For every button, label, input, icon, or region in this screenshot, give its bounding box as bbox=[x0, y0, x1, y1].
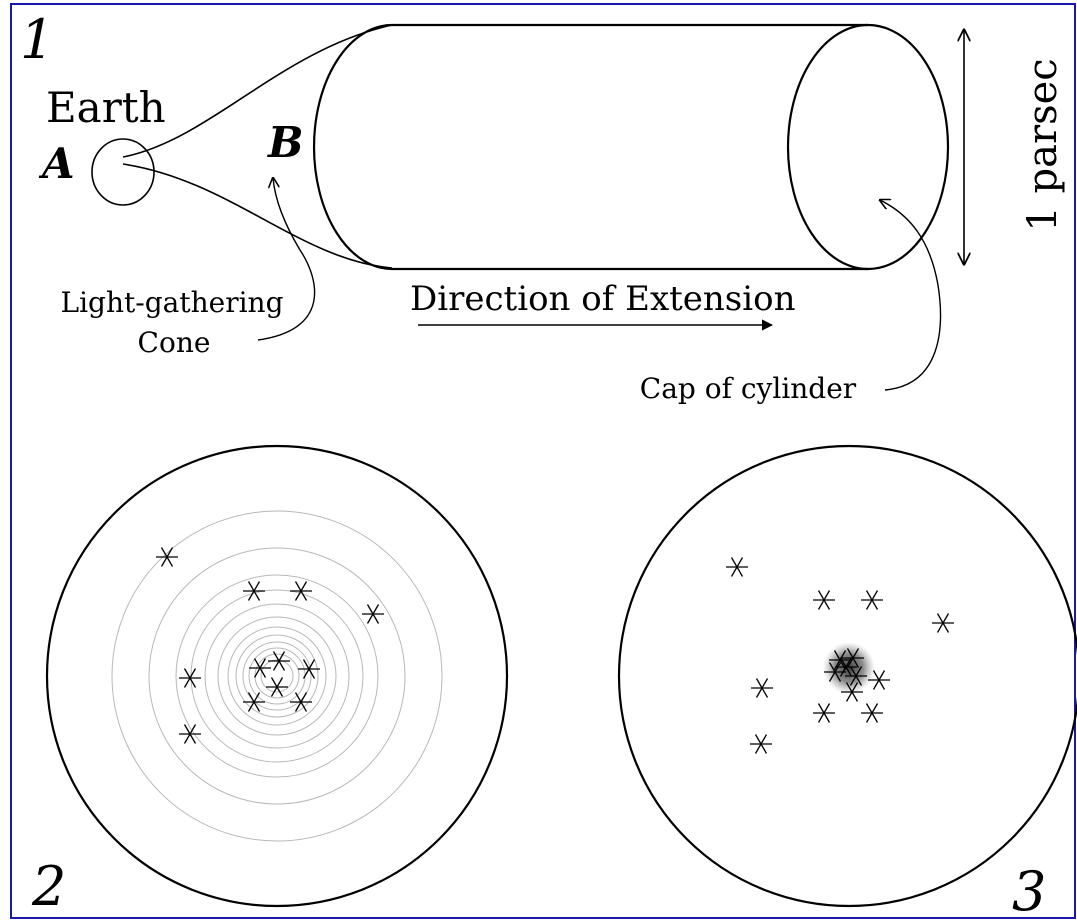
star bbox=[860, 589, 884, 611]
figure-frame bbox=[10, 3, 1076, 919]
cone-pointer-arrow bbox=[257, 178, 316, 341]
star bbox=[242, 580, 266, 602]
panel-3: 3 bbox=[617, 444, 1077, 920]
cap-pointer-arrow bbox=[880, 200, 942, 391]
star bbox=[749, 733, 773, 755]
earth-label: Earth bbox=[46, 83, 166, 132]
cylinder-cap bbox=[786, 23, 950, 271]
panel-3-disc bbox=[617, 444, 1077, 908]
star bbox=[361, 603, 385, 625]
cylinder-near-end bbox=[312, 23, 393, 271]
cone-upper-edge bbox=[122, 24, 393, 158]
point-a-label: A bbox=[38, 139, 75, 188]
cone-label-line2: Cone bbox=[138, 326, 211, 359]
direction-label: Direction of Extension bbox=[410, 279, 796, 319]
panel-3-glow bbox=[823, 642, 875, 694]
panel-3-number: 3 bbox=[1012, 860, 1046, 920]
panel-2: 2 bbox=[31, 444, 509, 918]
cone-label-line1: Light-gathering bbox=[61, 286, 284, 319]
star bbox=[725, 556, 749, 578]
panel-1: 1 Earth A B 1 parsec Direction of Extens… bbox=[20, 8, 1066, 405]
star bbox=[812, 589, 836, 611]
panel-2-disc bbox=[45, 444, 509, 908]
star bbox=[155, 546, 179, 568]
star bbox=[750, 677, 774, 699]
panel-2-stars bbox=[155, 546, 385, 745]
star bbox=[812, 702, 836, 724]
star bbox=[931, 612, 955, 634]
star bbox=[860, 702, 884, 724]
point-b-label: B bbox=[267, 118, 304, 167]
cone-lower-edge bbox=[122, 163, 393, 269]
panel-2-rings bbox=[111, 510, 443, 842]
star bbox=[265, 676, 289, 698]
cap-label: Cap of cylinder bbox=[640, 372, 857, 405]
panel-2-number: 2 bbox=[31, 855, 66, 918]
parsec-label: 1 parsec bbox=[1020, 58, 1066, 231]
earth-circle bbox=[91, 138, 155, 206]
star bbox=[178, 667, 202, 689]
panel-1-number: 1 bbox=[20, 8, 54, 71]
star bbox=[242, 691, 266, 713]
star bbox=[289, 580, 313, 602]
